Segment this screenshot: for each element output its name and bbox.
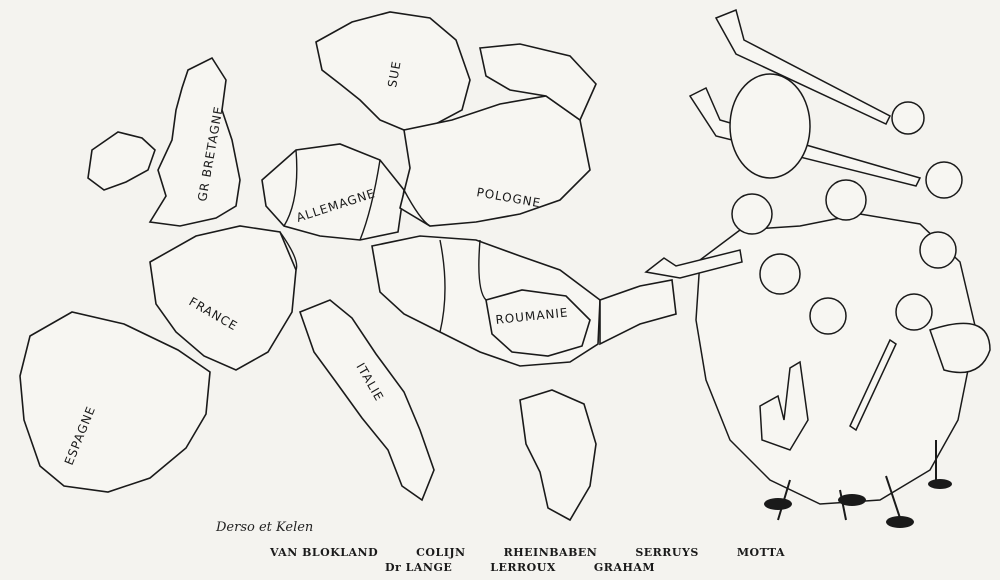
caption-name: VAN BLOKLAND (270, 546, 379, 559)
internal-borders (279, 149, 487, 333)
caption-row-2: Dr LANGE LERROUX GRAHAM (385, 561, 790, 574)
head-2 (925, 161, 963, 199)
poland-wall (399, 95, 591, 227)
foot-4 (928, 479, 952, 489)
caption-row-1: VAN BLOKLAND COLIJN RHEINBABEN SERRUYS M… (270, 546, 790, 559)
artist-signature: Derso et Kelen (216, 520, 314, 535)
head-3 (825, 179, 867, 221)
romania-wall (485, 289, 591, 357)
long-horn-2 (688, 86, 922, 187)
head-1 (891, 101, 925, 135)
head-4 (731, 193, 773, 235)
musicians-group (644, 8, 991, 528)
head-7 (809, 297, 847, 335)
caption-name: SERRUYS (635, 546, 699, 559)
caption-name: MOTTA (736, 546, 785, 559)
head-5 (919, 231, 957, 269)
scandinavia-wall (315, 11, 471, 131)
long-horn-1 (714, 8, 892, 125)
tuba (729, 73, 811, 179)
head-6 (759, 253, 801, 295)
caption-name: RHEINBABEN (503, 546, 598, 559)
eastern-wall (599, 279, 677, 346)
great-britain-wall (148, 56, 241, 227)
germany-wall (261, 143, 405, 241)
france-wall (149, 225, 297, 371)
caption-name: Dr LANGE (385, 561, 453, 574)
europe-wall-map: SUE GR BRETAGNE ALLEMAGNE POLOGNE FRANCE… (19, 11, 677, 522)
label-sue: SUE (385, 60, 403, 89)
spain-wall (19, 311, 211, 493)
greece-wall (519, 389, 597, 522)
ireland-wall (87, 131, 156, 191)
head-8 (895, 293, 933, 331)
foot-3 (886, 516, 914, 528)
bagpipe (929, 322, 991, 374)
caption-name: LERROUX (490, 561, 556, 574)
caption-block: VAN BLOKLAND COLIJN RHEINBABEN SERRUYS M… (270, 546, 790, 574)
foot-1 (764, 498, 792, 510)
baltic-wall (479, 43, 597, 122)
clarinet (849, 338, 897, 432)
saxophone (759, 360, 809, 451)
caption-name: COLIJN (416, 546, 466, 559)
italy-wall (298, 299, 435, 502)
foot-2 (838, 494, 866, 506)
trumpet (644, 249, 743, 279)
caption-name: GRAHAM (593, 561, 656, 574)
